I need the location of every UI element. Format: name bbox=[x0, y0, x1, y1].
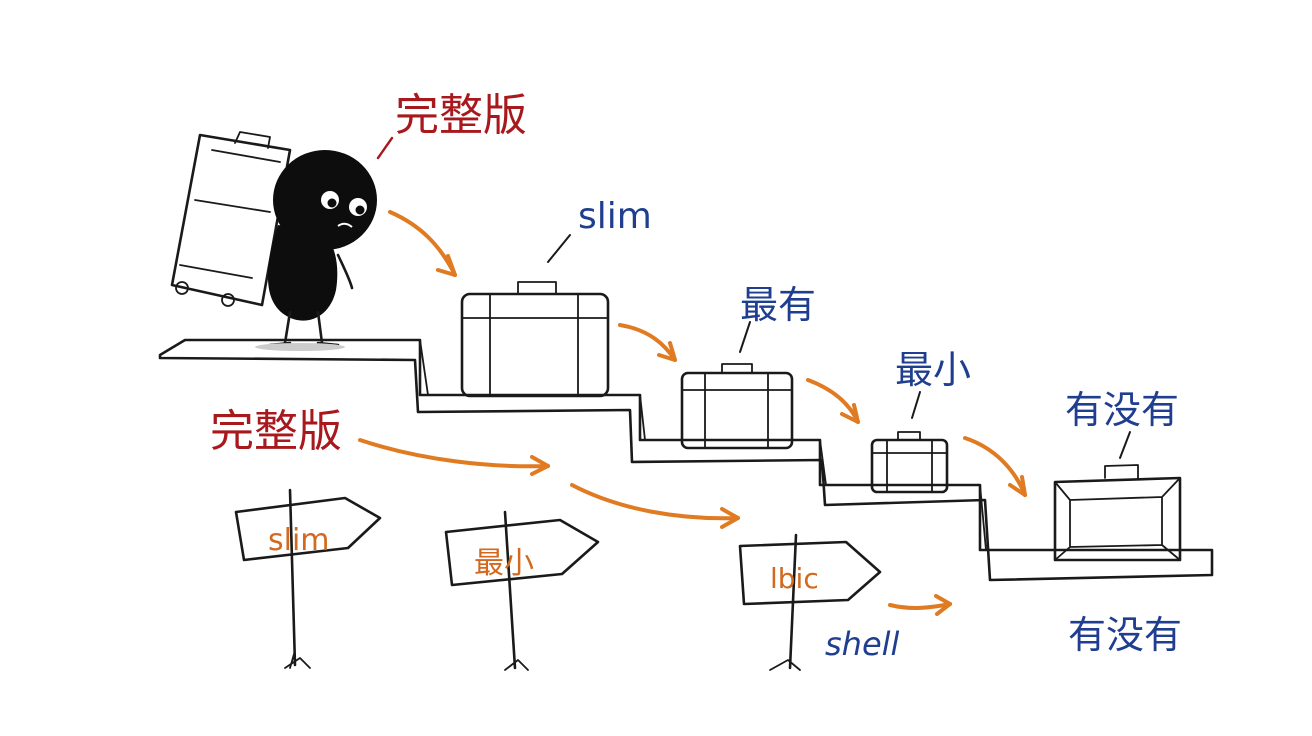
label-slim: slim bbox=[578, 196, 652, 237]
arrow-7 bbox=[888, 602, 952, 610]
character-body bbox=[267, 225, 338, 321]
label-smallest: 最小 bbox=[895, 348, 971, 392]
signpost-3: lbic bbox=[738, 533, 882, 671]
signpost-1: slim bbox=[234, 488, 382, 669]
label-has-not-has-upper: 有没有 bbox=[1065, 388, 1179, 432]
suitcase-empty-transparent bbox=[1053, 464, 1182, 562]
arrow-5 bbox=[358, 438, 550, 469]
arrow-4 bbox=[963, 436, 1027, 497]
traveler-character bbox=[170, 131, 377, 351]
label-most-has: 最有 bbox=[740, 283, 816, 327]
big-suitcase-icon bbox=[170, 131, 292, 307]
arrow-6 bbox=[570, 483, 740, 521]
label-has-not-has-lower: 有没有 bbox=[1068, 613, 1182, 657]
sign-1-text: slim bbox=[268, 523, 330, 558]
suitcase-large bbox=[460, 281, 610, 398]
label-left-full: 完整版 bbox=[210, 406, 342, 457]
sign-3-text: lbic bbox=[770, 562, 819, 595]
suitcase-small bbox=[870, 431, 949, 494]
signpost-2: 最小 bbox=[444, 510, 600, 671]
flow-arrows bbox=[358, 210, 1027, 616]
arrow-1 bbox=[388, 210, 457, 277]
suitcase-medium bbox=[680, 363, 794, 450]
arrow-2 bbox=[618, 323, 677, 362]
arrow-3 bbox=[806, 378, 860, 424]
label-shell: shell bbox=[825, 625, 900, 663]
sign-2-text: 最小 bbox=[474, 546, 534, 581]
label-top-full: 完整版 bbox=[395, 90, 527, 141]
